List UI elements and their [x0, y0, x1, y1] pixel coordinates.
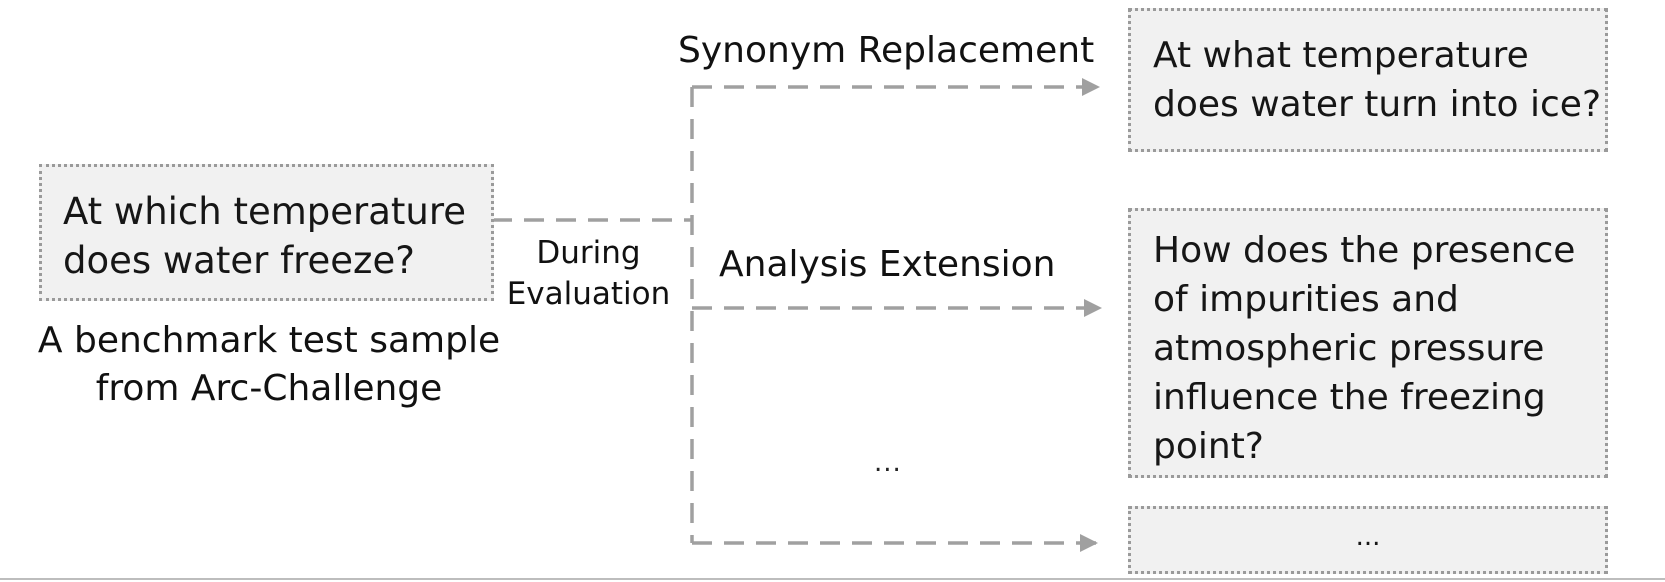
connector-label: During Evaluation — [506, 235, 671, 312]
output-text-other: ... — [1355, 522, 1381, 552]
source-question-box: At which temperature does water freeze? — [39, 164, 494, 301]
arrowhead-other — [1080, 534, 1098, 552]
output-box-synonym: At what temperature does water turn into… — [1128, 8, 1608, 152]
arrowhead-analysis — [1084, 299, 1102, 317]
branch-label-synonym: Synonym Replacement — [678, 30, 1095, 71]
output-box-analysis: How does the presence of impurities and … — [1128, 208, 1608, 478]
output-box-other: ... — [1128, 506, 1608, 574]
output-text-synonym: At what temperature does water turn into… — [1153, 35, 1602, 125]
branch-label-other: ... — [874, 448, 902, 478]
source-caption: A benchmark test sample from Arc-Challen… — [37, 320, 501, 409]
output-text-analysis: How does the presence of impurities and … — [1153, 230, 1576, 467]
branch-label-analysis: Analysis Extension — [719, 244, 1056, 285]
arrowhead-synonym — [1082, 78, 1100, 96]
bottom-divider — [0, 578, 1665, 580]
source-question-text: At which temperature does water freeze? — [63, 190, 467, 282]
